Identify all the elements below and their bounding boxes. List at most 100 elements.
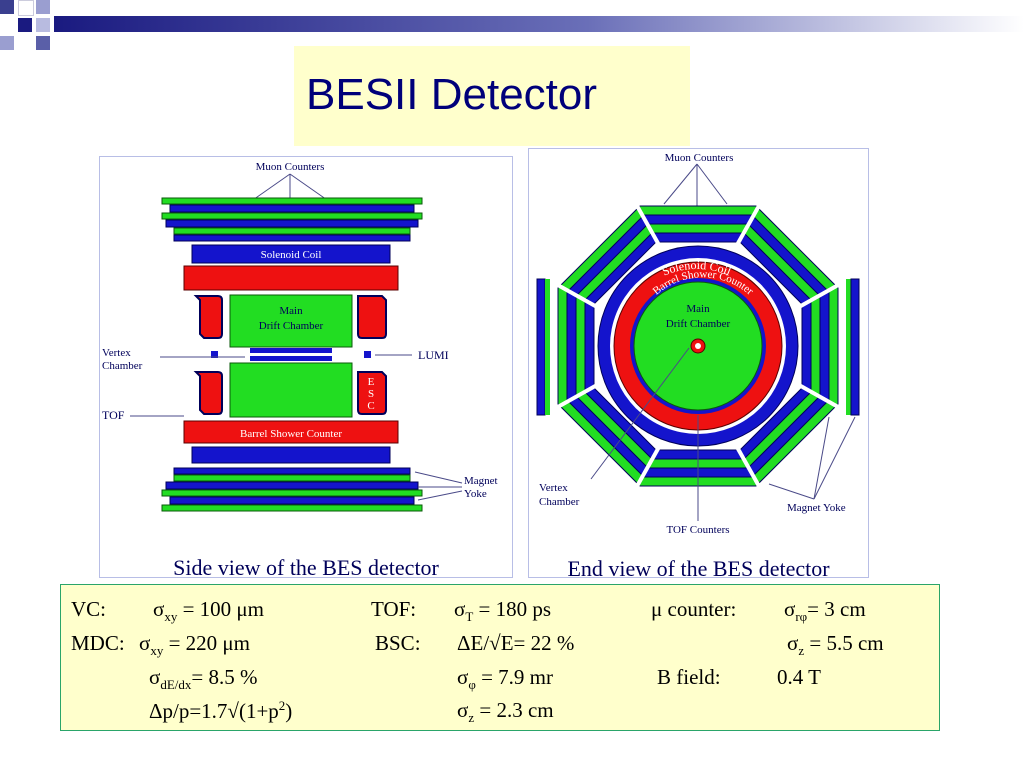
- end-magnet-label: Magnet Yoke: [787, 502, 846, 514]
- side-magnet-label-1: Magnet: [464, 475, 498, 487]
- bsc-label: BSC:: [375, 631, 421, 655]
- mu-sigma-1: σ: [784, 597, 796, 621]
- b-field-label: B field:: [657, 665, 721, 689]
- yoke-layer-top-2: [165, 219, 419, 228]
- end-view-panel: Muon Counters: [528, 148, 869, 581]
- vertex-marker: [211, 351, 218, 358]
- page-title: BESII Detector: [306, 70, 598, 119]
- yoke-layer-top-1: [169, 204, 415, 213]
- end-vertex-label-2: Chamber: [539, 496, 580, 508]
- side-lumi-label: LUMI: [418, 348, 449, 362]
- side-main-label-1: Main: [279, 305, 303, 317]
- mdc-sigma-1: σ: [139, 631, 151, 655]
- bsc-z-resolution: σz = 2.3 cm: [457, 698, 554, 726]
- beam-pipe-core: [695, 343, 701, 349]
- vc-label: VC:: [71, 597, 107, 621]
- corner-square-1: [0, 0, 14, 14]
- header-gradient-bar: [54, 16, 1024, 32]
- muon-leader-1: [249, 173, 291, 203]
- tof-value: = 180 ps: [478, 597, 552, 621]
- mu-z-resolution: σz = 5.5 cm: [787, 631, 884, 659]
- side-tof-label: TOF: [102, 408, 125, 422]
- solenoid-coil-bottom: [191, 446, 391, 464]
- mdc-xy-resolution: σxy = 220 μm: [139, 631, 250, 659]
- muon-layer-bottom-1: [173, 474, 411, 482]
- tof-sub: T: [465, 609, 474, 625]
- bsc-value-2: = 2.3 cm: [479, 698, 554, 722]
- mdc-sub-2: dE/dx: [160, 677, 192, 693]
- corner-square-5: [36, 18, 50, 32]
- mu-rphi-resolution: σrφ= 3 cm: [784, 597, 866, 625]
- main-drift-chamber-upper: [229, 294, 353, 348]
- esc-letter-1: E: [368, 376, 375, 388]
- endcap-left-upper: [193, 295, 223, 339]
- mu-value-1: = 3 cm: [807, 597, 866, 621]
- corner-square-3: [36, 0, 50, 14]
- end-magnet-leader-3: [813, 416, 856, 500]
- corner-square-2: [18, 0, 34, 16]
- mdc-res-sup: 2: [278, 698, 286, 713]
- end-tof-label: TOF Counters: [666, 524, 729, 536]
- end-muon-leader-3: [696, 163, 728, 205]
- side-bar-left-blue: [536, 278, 546, 416]
- side-bar-right-blue: [850, 278, 860, 416]
- mu-value-2: = 5.5 cm: [809, 631, 884, 655]
- magnet-leader-1: [414, 471, 463, 484]
- corner-square-6: [0, 36, 14, 50]
- beam-pipe-layer-2: [250, 356, 332, 361]
- mu-sub-1: rφ: [795, 609, 808, 625]
- side-vertex-label-1: Vertex: [102, 347, 131, 359]
- side-vertex-label-2: Chamber: [102, 360, 143, 372]
- side-barrel-label: Barrel Shower Counter: [240, 428, 342, 440]
- side-magnet-label-2: Yoke: [464, 488, 487, 500]
- bsc-phi-resolution: σφ = 7.9 mr: [457, 665, 553, 693]
- muon-leader-3: [289, 173, 331, 203]
- side-view-caption: Side view of the BES detector: [173, 555, 439, 580]
- end-muon-label: Muon Counters: [665, 152, 734, 164]
- b-field-value: 0.4 T: [777, 665, 821, 689]
- end-main-label-1: Main: [686, 303, 710, 315]
- end-solenoid-label-path: Solenoid Coil: [660, 258, 734, 279]
- mu-sigma-2: σ: [787, 631, 799, 655]
- mdc-momentum-resolution: Δp/p=1.7√(1+p2): [149, 698, 292, 724]
- yoke-layer-bottom-2: [165, 481, 419, 490]
- bsc-sub-2: z: [468, 710, 475, 726]
- tof-sigma: σ: [454, 597, 466, 621]
- main-drift-chamber-lower: [229, 362, 353, 418]
- bsc-sub-1: φ: [468, 677, 476, 693]
- side-bar-left-green: [545, 279, 550, 415]
- side-solenoid-label: Solenoid Coil: [261, 249, 322, 261]
- mdc-dedx-resolution: σdE/dx= 8.5 %: [149, 665, 257, 693]
- beam-pipe-layer-1: [250, 348, 332, 353]
- magnet-leader-3: [417, 490, 463, 501]
- tof-label: TOF:: [371, 597, 417, 621]
- mu-sub-2: z: [798, 643, 805, 659]
- barrel-shower-bottom: [183, 420, 399, 444]
- side-bar-right-green: [846, 279, 851, 415]
- end-main-label-2: Drift Chamber: [666, 318, 731, 330]
- esc-letter-2: S: [368, 388, 374, 400]
- end-magnet-leader-2: [813, 416, 830, 500]
- mdc-sub-1: xy: [150, 643, 164, 659]
- corner-square-7: [36, 36, 50, 50]
- lumi-marker: [364, 351, 371, 358]
- end-solenoid-label: Solenoid Coil: [660, 258, 734, 279]
- vc-resolution: σxy = 100 μm: [153, 597, 264, 625]
- yoke-layer-bottom-1: [173, 467, 411, 475]
- octagon-gaps: [555, 203, 841, 489]
- endcap-right-lower: [357, 371, 387, 415]
- mdc-res-post: ): [285, 699, 293, 723]
- muon-layer-bottom-2: [161, 489, 423, 497]
- bsc-value-1: = 7.9 mr: [481, 665, 554, 689]
- end-view-caption: End view of the BES detector: [567, 556, 830, 581]
- mu-counter-label: μ counter:: [651, 597, 737, 621]
- barrel-shower-top: [183, 265, 399, 291]
- yoke-layer-bottom-3: [169, 496, 415, 505]
- vc-sigma: σ: [153, 597, 165, 621]
- yoke-layer-top-3: [173, 234, 411, 242]
- mdc-res-pre: Δp/p=1.7√(1+p: [149, 699, 279, 723]
- side-main-label-2: Drift Chamber: [259, 320, 324, 332]
- side-muon-label: Muon Counters: [256, 161, 325, 173]
- parameters-box: VC: σxy = 100 μm TOF: σT = 180 ps μ coun…: [60, 584, 940, 731]
- title-box: BESII Detector: [294, 46, 690, 146]
